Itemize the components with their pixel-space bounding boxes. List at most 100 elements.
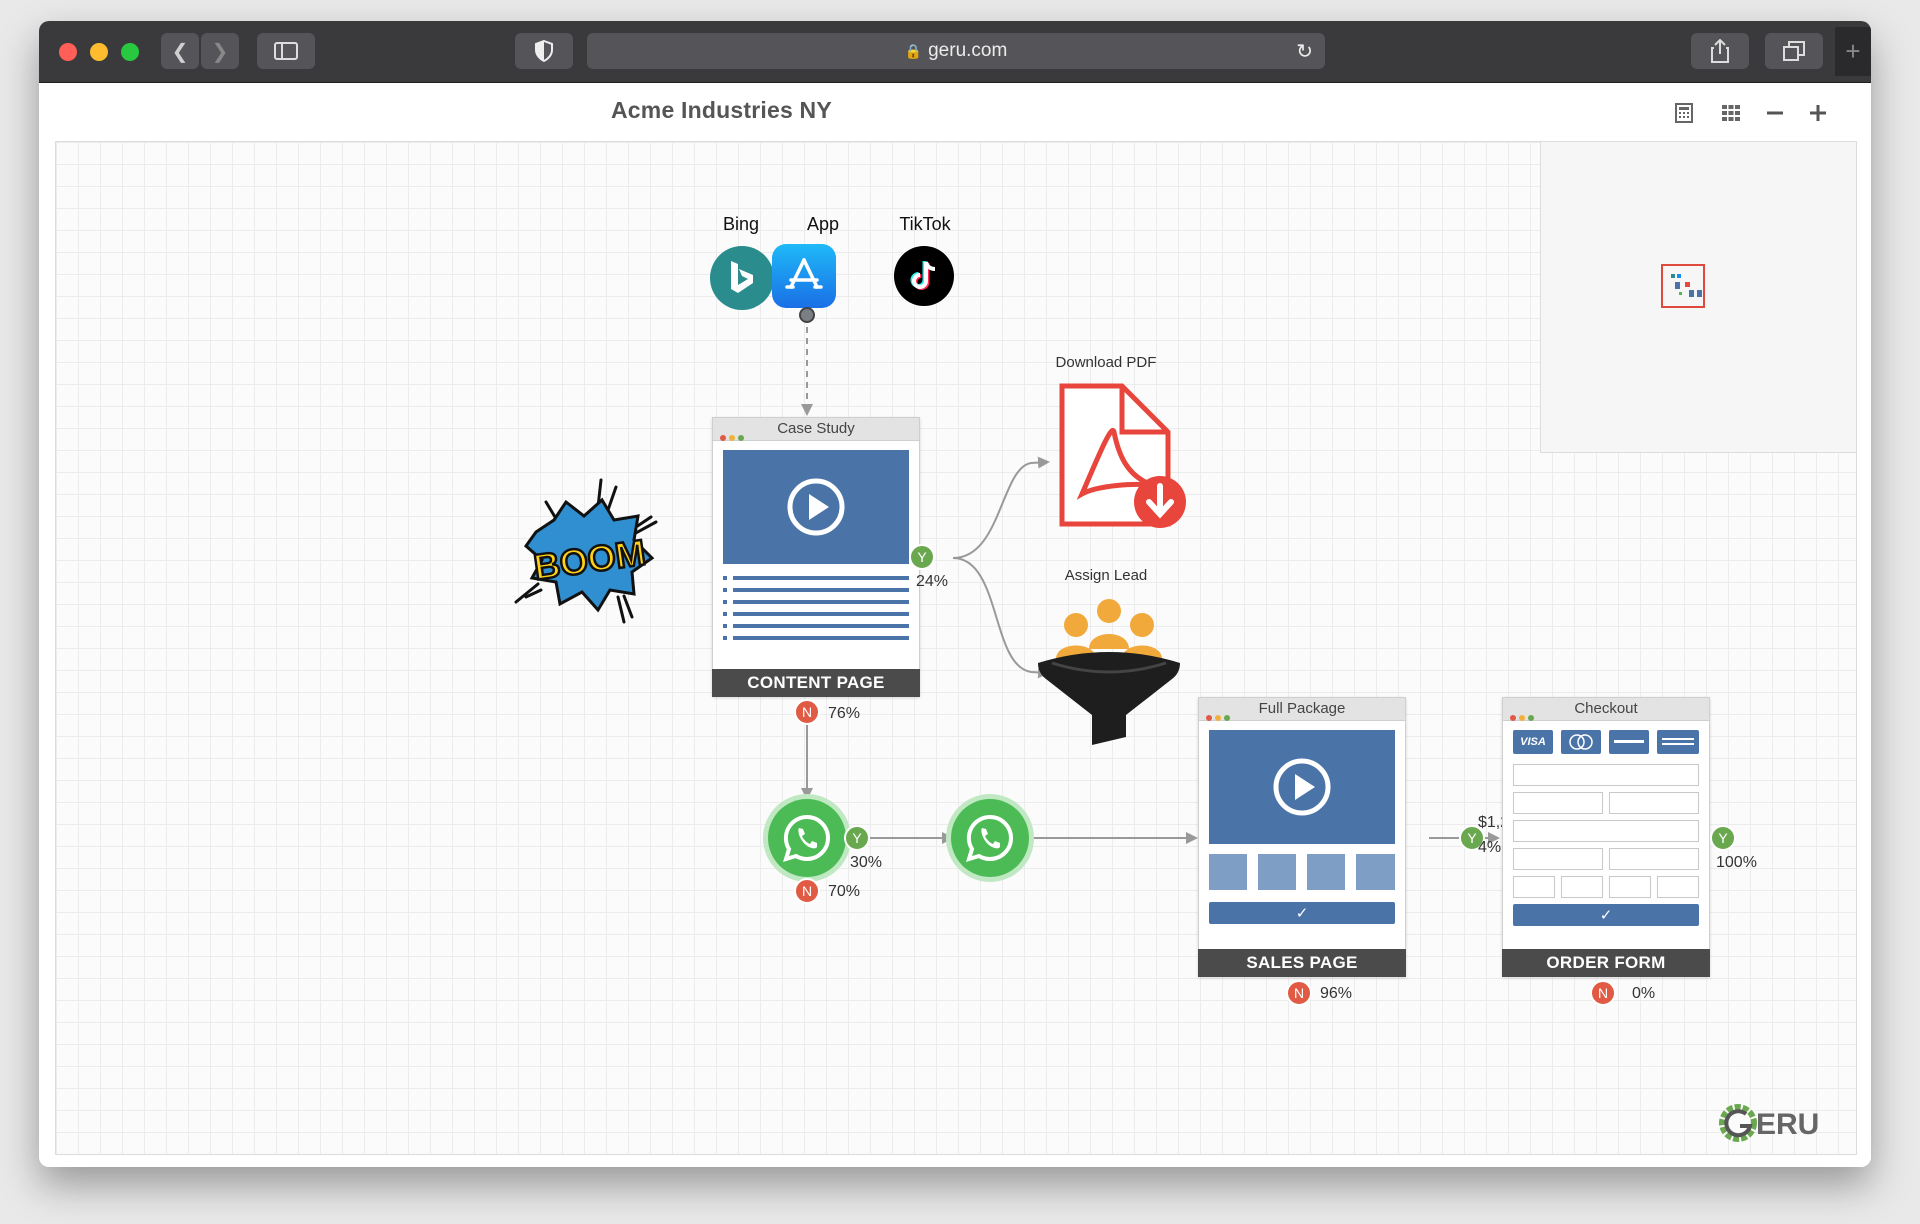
minimize-window-button[interactable] <box>90 43 108 61</box>
geru-logo: ERU <box>1718 1100 1842 1146</box>
address-bar[interactable]: 🔒 geru.com ↻ <box>587 33 1325 69</box>
chevron-left-icon: ❮ <box>171 40 189 63</box>
url-text: geru.com <box>928 40 1008 61</box>
calculator-button[interactable] <box>1670 99 1698 127</box>
sales-no-badge[interactable]: N <box>1286 980 1312 1006</box>
window-dots <box>720 426 747 448</box>
geru-logo-graphic: ERU <box>1719 1104 1819 1142</box>
order-no-percent: 0% <box>1632 985 1656 1002</box>
boom-sticker-graphic: BOOM <box>514 478 658 624</box>
sales-yes-percent: 4% <box>1478 839 1502 856</box>
source-label-bing: Bing <box>722 214 760 234</box>
sales-page-node[interactable]: Full Package ✓ SALES PAGE <box>1198 697 1406 977</box>
product-thumbnail <box>1307 854 1345 890</box>
form-field-graphic <box>1513 764 1699 786</box>
zoom-in-button[interactable] <box>1804 99 1832 127</box>
order-form-header: Checkout <box>1503 698 1709 721</box>
bing-icon <box>731 261 753 293</box>
app-store-source-node[interactable] <box>772 244 836 308</box>
product-thumbnail <box>1356 854 1395 890</box>
privacy-shield-button[interactable] <box>515 33 573 69</box>
browser-toolbar: ❮ ❯ 🔒 geru.com ↻ + <box>39 21 1871 83</box>
boom-sticker[interactable]: BOOM <box>506 472 666 632</box>
download-pdf-node[interactable] <box>1056 382 1196 534</box>
share-button[interactable] <box>1691 33 1749 69</box>
content-no-badge[interactable]: N <box>794 699 820 725</box>
grid-view-button[interactable] <box>1717 99 1745 127</box>
sales-yes-badge[interactable]: Y <box>1459 825 1485 851</box>
content-page-node[interactable]: Case Study CONTENT PAGE <box>712 417 920 697</box>
form-field-graphic <box>1513 792 1603 814</box>
whatsapp-no-percent: 70% <box>828 883 861 900</box>
buy-button-graphic: ✓ <box>1209 902 1395 924</box>
video-placeholder <box>723 450 909 564</box>
app-connection-handle[interactable] <box>799 307 815 323</box>
window-dots <box>1510 706 1537 728</box>
whatsapp-node-1[interactable] <box>768 799 846 877</box>
browser-window: ❮ ❯ 🔒 geru.com ↻ + Acme Industries NY <box>39 21 1871 1167</box>
form-field-graphic <box>1609 848 1699 870</box>
close-window-button[interactable] <box>59 43 77 61</box>
source-label-tiktok: TikTok <box>899 214 951 234</box>
content-yes-badge[interactable]: Y <box>909 544 935 570</box>
tiktok-icon <box>910 261 936 290</box>
zoom-in-icon <box>1810 105 1826 121</box>
connector-content-to-pdf <box>952 456 1050 559</box>
order-form-title: Checkout <box>1574 700 1638 717</box>
order-yes-badge[interactable]: Y <box>1710 825 1736 851</box>
whatsapp-node-2[interactable] <box>951 799 1029 877</box>
source-label-app: App <box>806 214 840 234</box>
sidebar-toggle-button[interactable] <box>257 33 315 69</box>
form-field-graphic <box>1513 876 1555 898</box>
order-form-node[interactable]: Checkout VISA <box>1502 697 1710 977</box>
play-icon <box>787 478 845 536</box>
reload-icon[interactable]: ↻ <box>1296 41 1313 63</box>
whatsapp-yes-badge[interactable]: Y <box>844 825 870 851</box>
whatsapp-no-badge[interactable]: N <box>794 878 820 904</box>
text-lines-graphic <box>723 576 909 640</box>
new-tab-button[interactable]: + <box>1835 27 1871 76</box>
form-field-graphic <box>1513 820 1699 842</box>
content-page-header: Case Study <box>713 418 919 441</box>
order-yes-percent: 100% <box>1716 854 1757 871</box>
content-page-title: Case Study <box>777 420 855 437</box>
form-field-graphic <box>1657 876 1699 898</box>
content-yes-percent: 24% <box>916 573 949 590</box>
sales-no-percent: 96% <box>1320 985 1353 1002</box>
minimap-thumbnail <box>1671 274 1702 297</box>
assign-lead-node[interactable] <box>1034 597 1184 747</box>
product-thumbnail <box>1209 854 1247 890</box>
minimap-viewport[interactable] <box>1661 264 1705 308</box>
bing-source-node[interactable] <box>710 246 774 310</box>
sales-page-title: Full Package <box>1258 700 1346 717</box>
sidebar-icon <box>274 42 298 60</box>
forward-button[interactable]: ❯ <box>201 33 239 69</box>
chevron-right-icon: ❯ <box>211 40 229 63</box>
form-field-graphic <box>1609 876 1651 898</box>
app-content: Acme Industries NY <box>39 83 1871 1167</box>
whatsapp-icon <box>966 814 1013 862</box>
back-button[interactable]: ❮ <box>161 33 199 69</box>
content-no-percent: 76% <box>828 705 861 722</box>
calculator-icon <box>1675 103 1693 123</box>
share-icon <box>1711 39 1729 63</box>
plus-icon: + <box>1845 36 1861 66</box>
checkmark-icon: ✓ <box>1295 905 1309 922</box>
sales-page-footer: SALES PAGE <box>1198 949 1406 977</box>
order-no-badge[interactable]: N <box>1590 980 1616 1006</box>
funnel-canvas[interactable]: Bing App TikTok <box>55 141 1857 1155</box>
zoom-out-button[interactable] <box>1761 99 1789 127</box>
tiktok-source-node[interactable] <box>894 246 954 306</box>
maximize-window-button[interactable] <box>121 43 139 61</box>
minimap[interactable] <box>1540 142 1856 453</box>
amex-card-icon <box>1657 730 1699 754</box>
discover-card-icon <box>1609 730 1649 754</box>
mastercard-icon <box>1561 730 1601 754</box>
form-field-graphic <box>1561 876 1603 898</box>
tabs-overview-button[interactable] <box>1765 33 1823 69</box>
app-store-icon <box>785 258 823 289</box>
play-icon <box>1273 758 1331 816</box>
whatsapp-icon <box>783 814 830 862</box>
connector-content-to-lead <box>952 557 1050 679</box>
form-field-graphic <box>1513 848 1603 870</box>
